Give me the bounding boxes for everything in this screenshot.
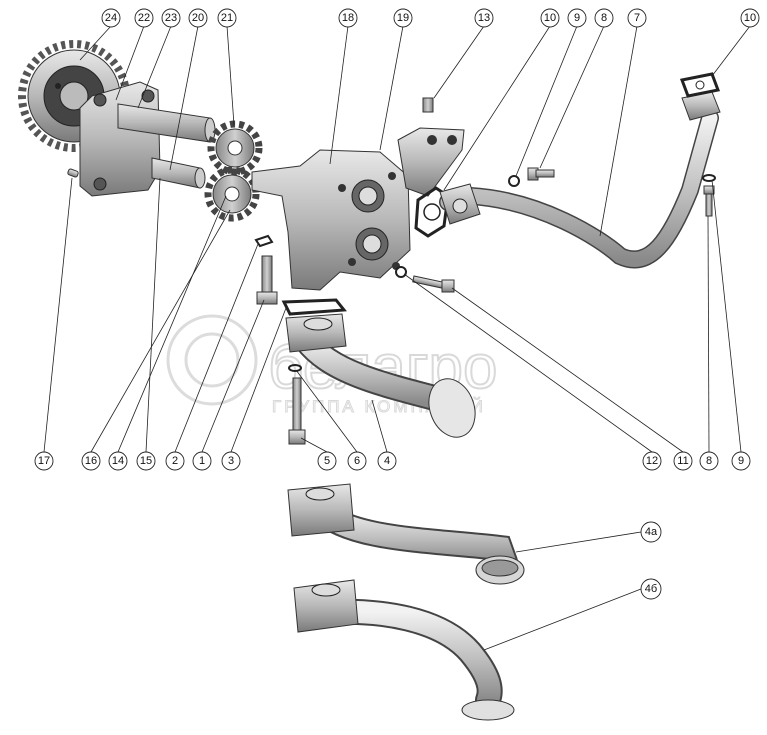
- callout-4: 4: [377, 451, 397, 471]
- svg-text:2: 2: [172, 455, 178, 467]
- svg-text:5: 5: [324, 455, 330, 467]
- washer-left: [508, 175, 520, 187]
- svg-text:19: 19: [397, 12, 409, 24]
- intake-pipe-variant-a: [287, 483, 525, 585]
- svg-text:24: 24: [105, 12, 117, 24]
- pump-gear-lower: [204, 166, 260, 222]
- callout-22: 22: [134, 8, 154, 28]
- washer-housing: [395, 266, 407, 278]
- svg-text:17: 17: [38, 455, 50, 467]
- callout-10-right: 10: [740, 8, 760, 28]
- svg-text:4а: 4а: [645, 526, 658, 538]
- callout-1: 1: [192, 451, 212, 471]
- svg-text:12: 12: [646, 455, 658, 467]
- svg-text:8: 8: [706, 455, 712, 467]
- washer-intake: [288, 364, 302, 372]
- callout-7: 7: [627, 8, 647, 28]
- mounting-bracket: [397, 127, 465, 197]
- callout-3: 3: [221, 451, 241, 471]
- drive-shaft: [117, 103, 216, 143]
- callout-13: 13: [474, 8, 494, 28]
- bolt-left: [527, 167, 555, 181]
- svg-text:6: 6: [354, 455, 360, 467]
- lock-ring: [254, 234, 274, 248]
- callout-4b: 4б: [640, 578, 662, 600]
- callout-6: 6: [347, 451, 367, 471]
- pump-housing: [251, 149, 411, 291]
- svg-text:9: 9: [738, 455, 744, 467]
- svg-text:23: 23: [165, 12, 177, 24]
- svg-text:22: 22: [138, 12, 150, 24]
- intake-pipe-variant-b: [293, 579, 515, 721]
- watermark-logo-inner: [184, 332, 240, 388]
- svg-text:3: 3: [228, 455, 234, 467]
- callout-8-top: 8: [594, 8, 614, 28]
- svg-text:7: 7: [634, 12, 640, 24]
- pump-gear-upper: [207, 120, 263, 176]
- callout-11: 11: [673, 451, 693, 471]
- intake-pipe: [285, 313, 476, 438]
- callout-15: 15: [136, 451, 156, 471]
- svg-text:15: 15: [140, 455, 152, 467]
- callout-17: 17: [34, 451, 54, 471]
- svg-text:9: 9: [574, 12, 580, 24]
- callout-24: 24: [101, 8, 121, 28]
- callout-8-bottom: 8: [699, 451, 719, 471]
- callout-23: 23: [161, 8, 181, 28]
- driven-shaft: [151, 157, 206, 189]
- dowel-pin: [67, 168, 79, 178]
- svg-text:1: 1: [199, 455, 205, 467]
- watermark-logo-ring: [166, 314, 258, 406]
- svg-text:8: 8: [601, 12, 607, 24]
- bolt-right: [703, 185, 715, 217]
- callout-5: 5: [317, 451, 337, 471]
- callout-9-bottom: 9: [731, 451, 751, 471]
- outlet-pipe: [439, 91, 721, 269]
- bolt-housing: [412, 275, 455, 293]
- callout-21: 21: [217, 8, 237, 28]
- gasket-pipe-end: [679, 72, 721, 98]
- svg-text:4б: 4б: [645, 583, 657, 595]
- stud: [256, 255, 278, 305]
- callout-14: 14: [108, 451, 128, 471]
- svg-text:13: 13: [478, 12, 490, 24]
- washer-right: [702, 174, 716, 182]
- svg-text:21: 21: [221, 12, 233, 24]
- callout-18: 18: [338, 8, 358, 28]
- svg-text:20: 20: [192, 12, 204, 24]
- gasket-intake: [281, 298, 347, 316]
- callout-20: 20: [188, 8, 208, 28]
- svg-text:16: 16: [85, 455, 97, 467]
- callout-4a: 4а: [640, 521, 662, 543]
- svg-text:18: 18: [342, 12, 354, 24]
- bushing: [422, 97, 434, 113]
- callout-12: 12: [642, 451, 662, 471]
- bolt-intake: [288, 377, 306, 445]
- svg-text:10: 10: [744, 12, 756, 24]
- callout-9-top: 9: [567, 8, 587, 28]
- gasket-outlet: [414, 186, 450, 238]
- leader-lines: [43, 25, 751, 651]
- svg-text:10: 10: [544, 12, 556, 24]
- callout-16: 16: [81, 451, 101, 471]
- svg-text:14: 14: [112, 455, 124, 467]
- callout-2: 2: [165, 451, 185, 471]
- svg-text:4: 4: [384, 455, 390, 467]
- pump-cover: [79, 81, 161, 197]
- callout-10-top: 10: [540, 8, 560, 28]
- svg-text:11: 11: [677, 455, 688, 467]
- callout-19: 19: [393, 8, 413, 28]
